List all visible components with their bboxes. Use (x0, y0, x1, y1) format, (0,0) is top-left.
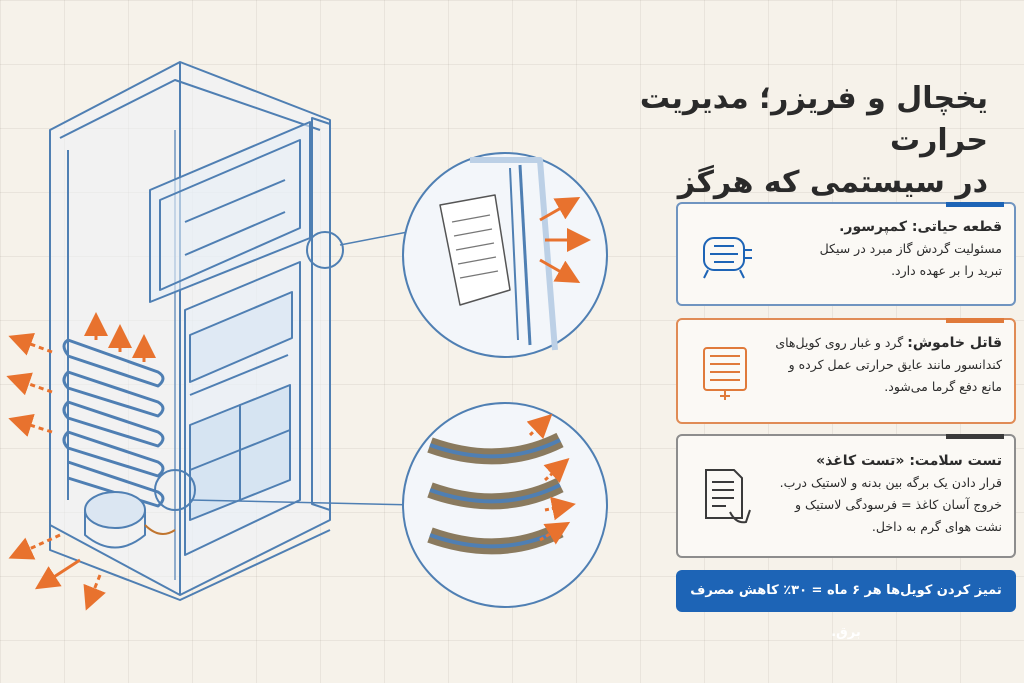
card-accent-bar (946, 318, 1004, 323)
card-body-line: نشت هوای گرم به داخل. (871, 519, 1002, 534)
card-heading: قاتل خاموش: (907, 335, 1002, 351)
card-text: قاتل خاموش: گرد و غبار روی کویل‌های کندا… (762, 332, 1002, 398)
card-body-line: خروج آسان کاغذ = فرسودگی لاستیک و (795, 497, 1002, 512)
refrigerator-illustration (6, 61, 608, 611)
card-heading: قطعه حیاتی: کمپرسور. (839, 219, 1002, 235)
fridge-body (49, 61, 331, 601)
card-body-line: قرار دادن یک برگه بین بدنه و لاستیک درب. (779, 475, 1002, 490)
card-text: قطعه حیاتی: کمپرسور. مسئولیت گردش گاز مب… (772, 216, 1002, 282)
card-accent-bar (946, 434, 1004, 439)
card-text: تست سلامت: «تست کاغذ» قرار دادن یک برگه … (752, 450, 1002, 538)
compressor-icon (703, 237, 752, 279)
title-line-2: در سیستمی که هرگز نمی‌خوابد (677, 165, 988, 242)
compressor (84, 491, 176, 549)
card-heading: تست سلامت: «تست کاغذ» (816, 453, 1002, 469)
card-body-line: مسئولیت گردش گاز مبرد در سیکل (819, 241, 1002, 256)
card-accent-bar (946, 202, 1004, 207)
card-body-line: مانع دفع گرما می‌شود. (884, 379, 1002, 394)
card-body-line: تبرید را بر عهده دارد. (891, 263, 1002, 278)
paper-test-icon (705, 469, 751, 524)
door-seal-detail (439, 157, 558, 351)
info-card-dust: قاتل خاموش: گرد و غبار روی کویل‌های کندا… (676, 318, 1016, 424)
condenser-coil-icon (703, 347, 747, 400)
info-card-compressor: قطعه حیاتی: کمپرسور. مسئولیت گردش گاز مب… (676, 202, 1016, 306)
info-card-paper-test: تست سلامت: «تست کاغذ» قرار دادن یک برگه … (676, 434, 1016, 558)
page-title: یخچال و فریزر؛ مدیریت حرارت در سیستمی که… (568, 78, 988, 246)
heat-arrows (6, 197, 591, 611)
card-body-line: کندانسور مانند عایق حرارتی عمل کرده و (788, 357, 1002, 372)
condenser-coil (62, 338, 165, 508)
title-line-1: یخچال و فریزر؛ مدیریت حرارت (639, 81, 988, 158)
tip-banner: تمیز کردن کویل‌ها هر ۶ ماه = ۳۰٪ کاهش مص… (676, 570, 1016, 640)
card-heading-rest: گرد و غبار روی کویل‌های (775, 335, 904, 350)
